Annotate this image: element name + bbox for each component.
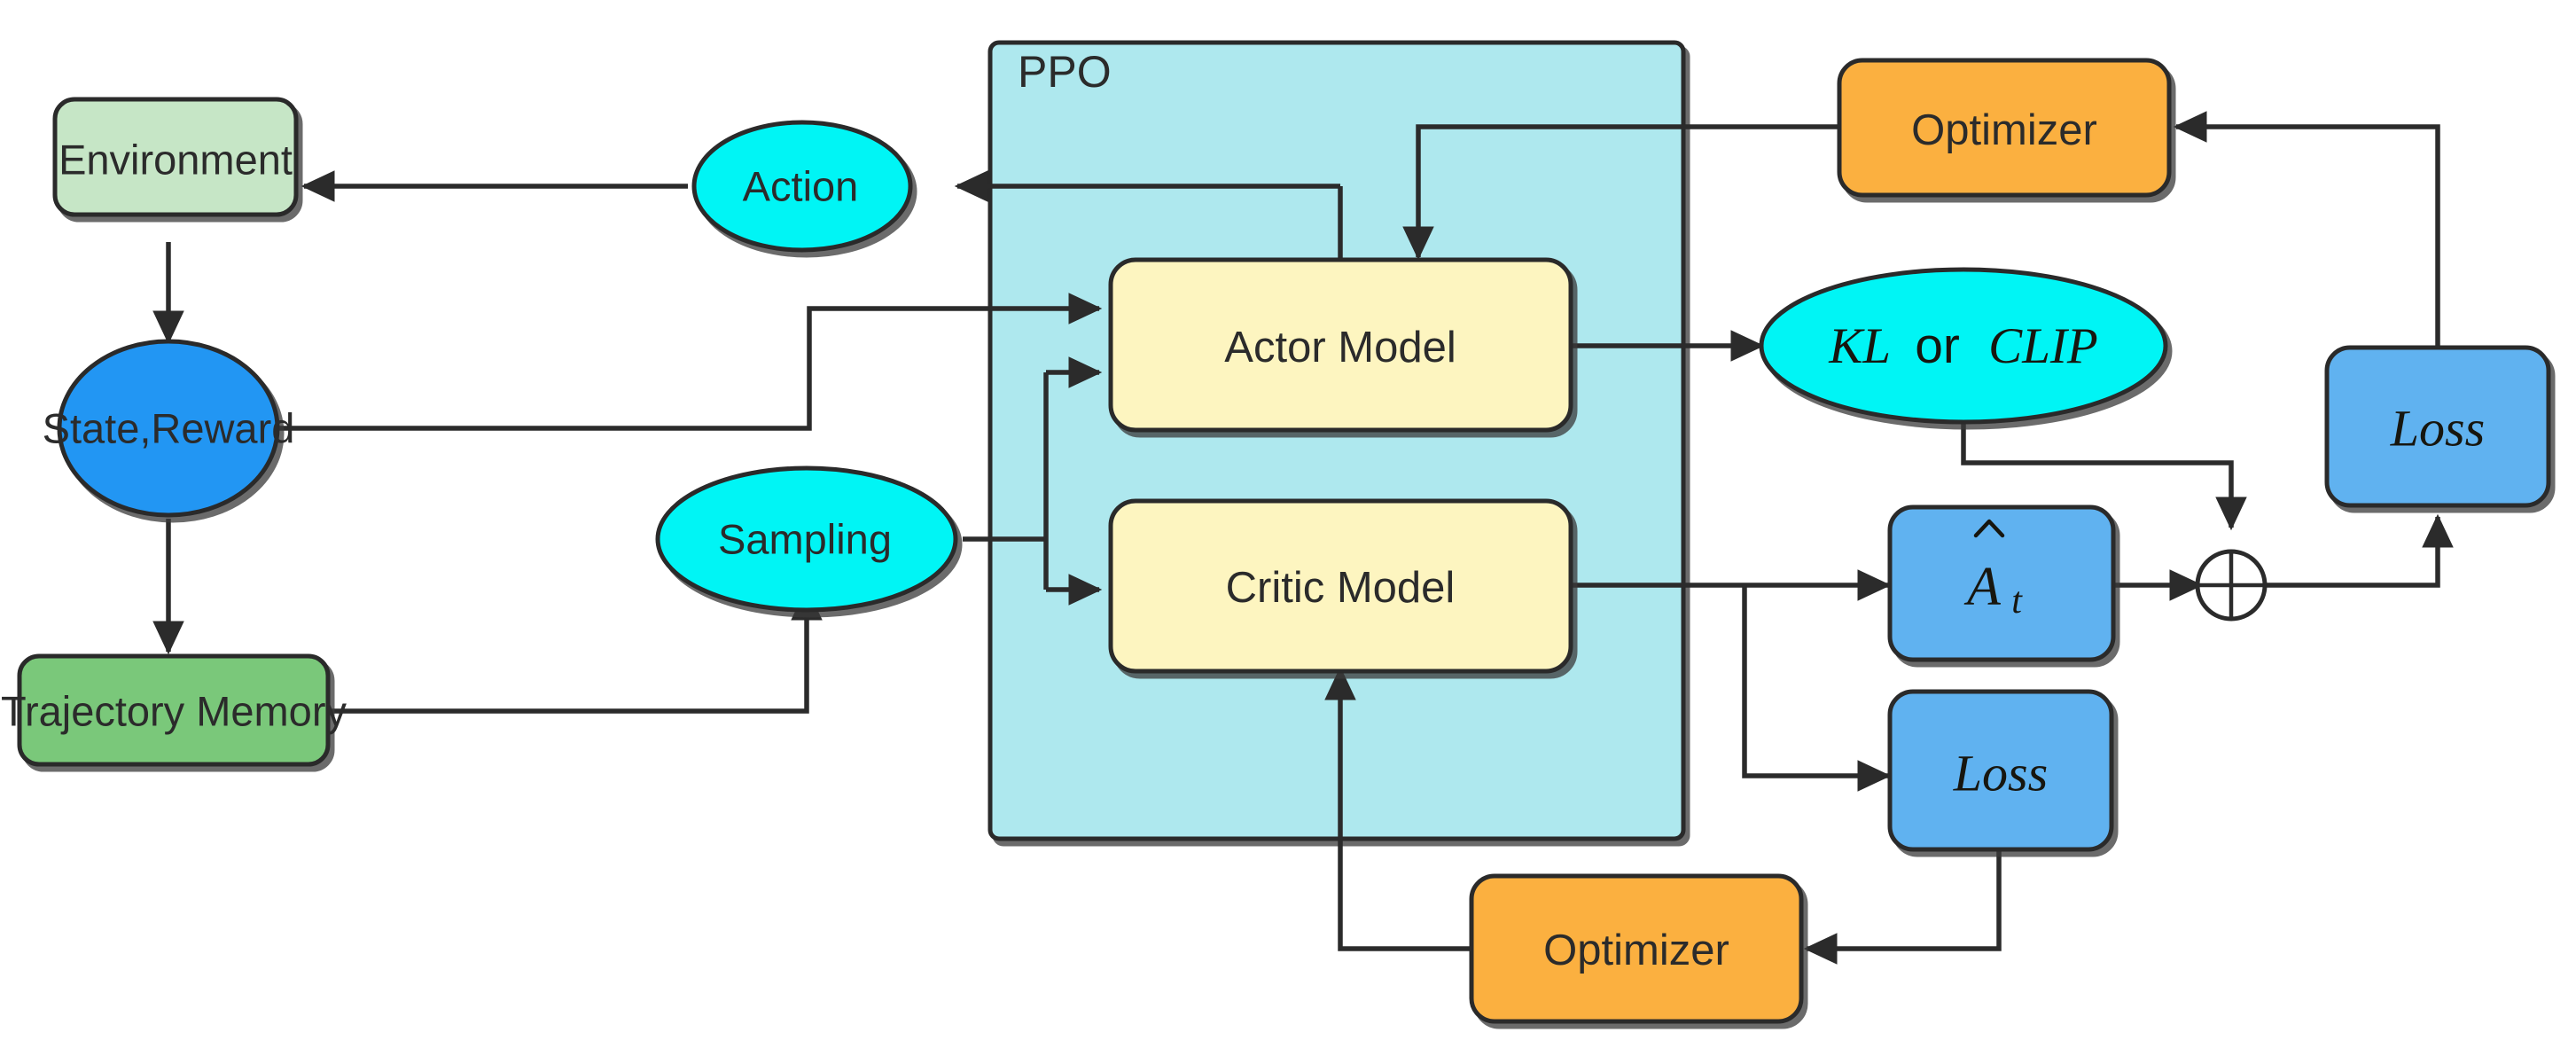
sampling-label: Sampling: [718, 516, 892, 563]
ppo-group-rect: [987, 40, 1686, 841]
advantage-hat-accent-icon: [1973, 519, 2005, 538]
trajectory-memory-label: Trajectory Memory: [1, 688, 347, 735]
edge-layer: [152, 111, 2454, 965]
advantage-label: A t: [1963, 557, 2023, 622]
optimizer-actor-rect: [1837, 58, 2172, 198]
node-actor-model[interactable]: Actor Model: [1108, 257, 1573, 433]
critic-model-label: Critic Model: [1226, 564, 1456, 612]
node-environment[interactable]: Environment: [52, 97, 299, 217]
actor-model-rect: [1108, 257, 1573, 433]
kl-or-clip-ellipse: [1759, 267, 2168, 425]
node-action[interactable]: Action: [691, 120, 913, 253]
edge-loss-total-to-optimizer-actor: [2173, 111, 2440, 346]
advantage-rect: [1887, 504, 2116, 662]
edge-sum-operator-to-loss-total: [2262, 513, 2454, 588]
advantage-base: A: [1963, 557, 2002, 617]
node-optimizer-actor[interactable]: Optimizer: [1837, 58, 2172, 198]
edge-optimizer-critic-to-critic-model: [1324, 666, 1471, 951]
critic-model-rect: [1108, 498, 1573, 674]
environment-rect: [52, 97, 299, 217]
node-sampling[interactable]: Sampling: [655, 465, 958, 613]
sampling-ellipse: [655, 465, 958, 613]
kl-or-clip-label: KL or CLIP: [1828, 317, 2097, 374]
or-term: or: [1915, 317, 1960, 374]
optimizer-critic-rect: [1469, 873, 1804, 1024]
ppo-group-container: PPO: [987, 40, 1686, 841]
advantage-subscript: t: [2011, 581, 2023, 622]
node-optimizer-critic[interactable]: Optimizer: [1469, 873, 1804, 1024]
node-critic-model[interactable]: Critic Model: [1108, 498, 1573, 674]
action-label: Action: [743, 163, 859, 210]
node-state-reward[interactable]: State,Reward: [43, 339, 295, 518]
node-trajectory-memory[interactable]: Trajectory Memory: [1, 653, 347, 767]
optimizer-critic-label: Optimizer: [1543, 927, 1729, 974]
node-loss-critic[interactable]: Loss: [1887, 689, 2114, 852]
node-sum-operator[interactable]: [2195, 549, 2268, 622]
actor-model-label: Actor Model: [1224, 324, 1456, 371]
edge-state-reward-to-actor-model: [277, 293, 1103, 431]
edge-optimizer-actor-to-actor-model: [1402, 124, 1839, 261]
state-reward-label: State,Reward: [43, 405, 295, 452]
trajectory-memory-rect: [17, 653, 331, 767]
ppo-group-label: PPO: [1018, 47, 1112, 97]
loss-total-label: Loss: [2390, 400, 2485, 458]
kl-term: KL: [1828, 318, 1890, 374]
optimizer-actor-label: Optimizer: [1911, 106, 2097, 154]
node-advantage[interactable]: A t: [1887, 504, 2116, 662]
environment-label: Environment: [59, 137, 293, 184]
edge-trajectory-memory-to-sampling: [329, 586, 823, 714]
state-reward-ellipse: [57, 339, 280, 518]
action-ellipse: [691, 120, 913, 253]
loss-critic-rect: [1887, 689, 2114, 852]
edge-loss-critic-to-optimizer-critic: [1803, 847, 2002, 965]
edge-critic-model-to-loss-critic: [1742, 585, 1892, 792]
node-loss-total[interactable]: Loss: [2324, 345, 2551, 508]
node-kl-or-clip[interactable]: KL or CLIP: [1759, 267, 2168, 425]
clip-term: CLIP: [1988, 318, 2098, 374]
loss-critic-label: Loss: [1953, 745, 2048, 802]
loss-total-rect: [2324, 345, 2551, 508]
edge-kl-or-clip-to-sum-operator: [1961, 424, 2247, 531]
